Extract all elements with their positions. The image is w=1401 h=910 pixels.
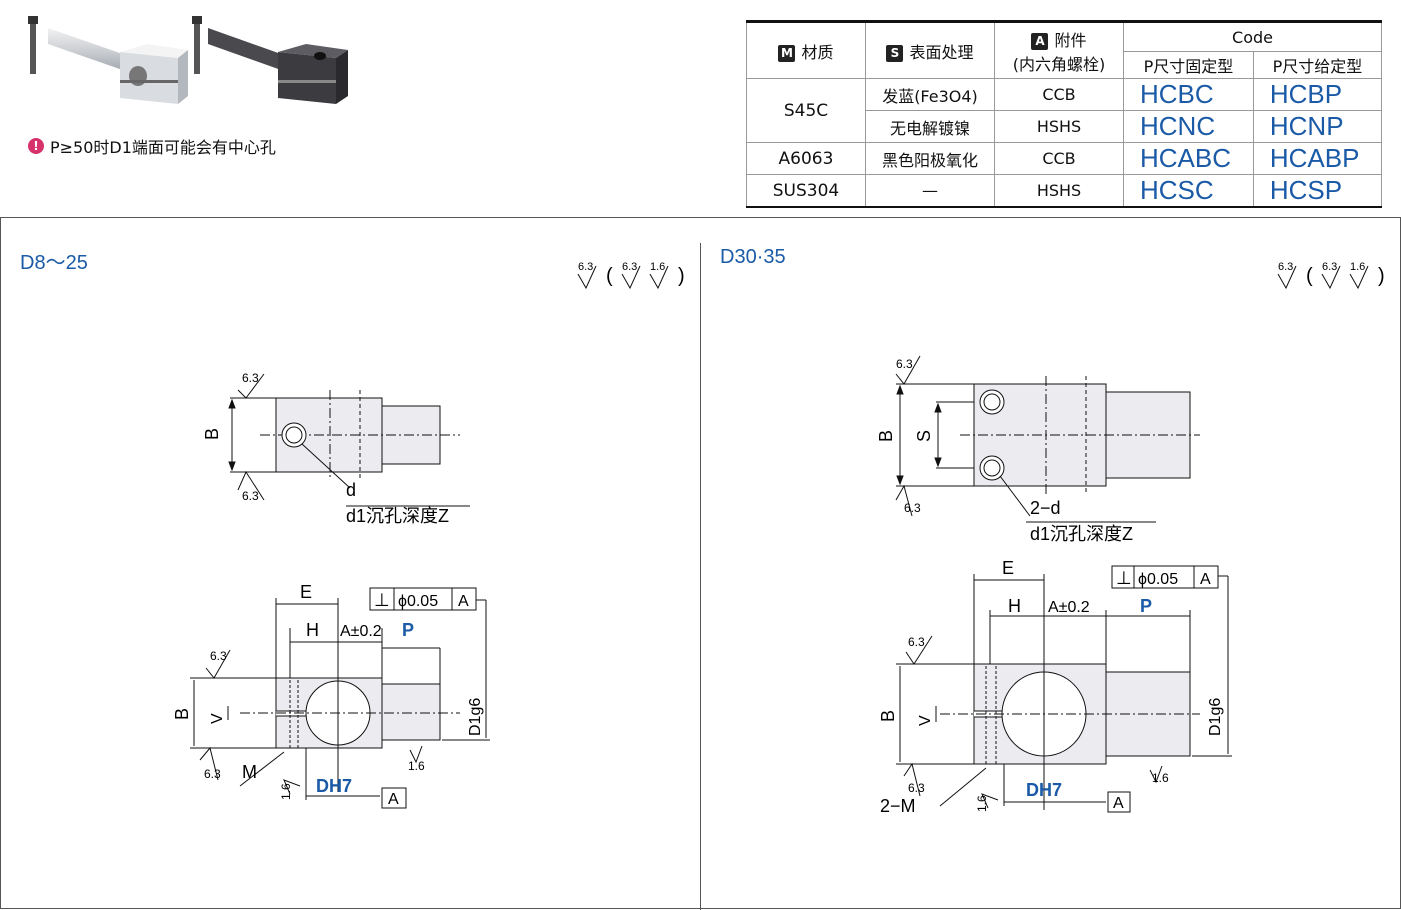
product-photo-black [192, 16, 348, 104]
svg-text:B: B [878, 710, 898, 722]
accessory-cell: HSHS [994, 110, 1124, 143]
surface-cell: 无电解镀镍 [865, 110, 995, 143]
material-cell: SUS304 [746, 174, 866, 208]
svg-text:B: B [172, 708, 192, 720]
svg-text:⊥: ⊥ [1116, 568, 1132, 588]
accessory-cell: CCB [994, 142, 1124, 175]
material-cell: A6063 [746, 142, 866, 175]
svg-text:): ) [1378, 265, 1385, 287]
roughness-legend-right: 6.3 ( 6.3 1.6 ) [1277, 261, 1385, 290]
surface-cell: — [865, 174, 995, 208]
svg-text:6.3: 6.3 [204, 767, 221, 781]
svg-text:A: A [1200, 571, 1211, 588]
header-code: Code [1123, 21, 1382, 52]
svg-text:6.3: 6.3 [896, 357, 913, 371]
code-fixed-cell[interactable]: HCSC [1123, 174, 1254, 208]
svg-text:1.6: 1.6 [1152, 771, 1169, 785]
svg-text:V: V [209, 713, 226, 724]
svg-text:2−d: 2−d [1030, 498, 1061, 518]
surface-tag-icon: S [886, 44, 904, 62]
svg-text:6.3: 6.3 [242, 489, 259, 503]
svg-text:A: A [458, 593, 469, 610]
svg-text:M: M [242, 762, 257, 782]
product-photo-silver [28, 16, 188, 104]
svg-text:DH7: DH7 [316, 776, 352, 796]
svg-text:6.3: 6.3 [908, 781, 925, 795]
drawing-large: B S 6.3 6.3 2−d d1沉孔深度Z E H A±0.2 P ⊥ ϕ0… [876, 355, 1232, 816]
svg-text:6.3: 6.3 [242, 371, 259, 385]
svg-text:1.6: 1.6 [650, 261, 665, 273]
svg-text:1.6: 1.6 [1350, 261, 1365, 273]
svg-text:B: B [876, 430, 896, 442]
svg-text:D1g6: D1g6 [467, 698, 484, 736]
code-fixed-cell[interactable]: HCABC [1123, 142, 1254, 175]
svg-text:H: H [1008, 596, 1021, 616]
accessory-cell: CCB [994, 78, 1124, 111]
code-fixed-cell[interactable]: HCNC [1123, 110, 1254, 143]
code-given-cell[interactable]: HCNP [1252, 110, 1383, 143]
svg-text:A±0.2: A±0.2 [1048, 599, 1090, 616]
material-cell: S45C [746, 78, 866, 143]
svg-text:6.3: 6.3 [622, 261, 637, 273]
svg-text:D1g6: D1g6 [1207, 698, 1224, 736]
svg-text:E: E [1002, 558, 1014, 578]
roughness-legend-left: 6.3 ( 6.3 1.6 ) [577, 261, 685, 290]
svg-text:6.3: 6.3 [578, 261, 593, 273]
center-hole-note: ! P≥50时D1端面可能会有中心孔 [28, 134, 276, 158]
svg-text:6.3: 6.3 [904, 501, 921, 515]
svg-text:ϕ0.05: ϕ0.05 [1138, 571, 1178, 588]
svg-text:d: d [346, 480, 356, 500]
code-given-cell[interactable]: HCSP [1252, 174, 1383, 208]
svg-text:6.3: 6.3 [1322, 261, 1337, 273]
svg-text:E: E [300, 582, 312, 602]
svg-text:B: B [202, 428, 222, 440]
surface-cell: 发蓝(Fe3O4) [865, 78, 995, 111]
note-text: P≥50时D1端面可能会有中心孔 [50, 138, 276, 157]
header-given: P尺寸给定型 [1252, 51, 1383, 79]
drawing-small: B 6.3 6.3 d d1沉孔深度Z E H A±0.2 P ⊥ ϕ0.05 … [172, 371, 490, 809]
code-given-cell[interactable]: HCABP [1252, 142, 1383, 175]
svg-text:A: A [1113, 795, 1124, 812]
accessory-cell: HSHS [994, 174, 1124, 208]
code-fixed-cell[interactable]: HCBC [1123, 78, 1254, 111]
svg-text:V: V [917, 715, 934, 726]
svg-text:H: H [306, 620, 319, 640]
svg-text:2−M: 2−M [880, 796, 916, 816]
svg-text:A: A [388, 791, 399, 808]
header-fixed: P尺寸固定型 [1123, 51, 1254, 79]
svg-text:P: P [1140, 596, 1152, 616]
section-title-small: D8～25 [20, 252, 88, 274]
warning-icon: ! [28, 138, 44, 154]
section-title-large: D30·35 [720, 246, 786, 268]
material-tag-icon: M [778, 44, 796, 62]
accessory-tag-icon: A [1031, 32, 1049, 50]
svg-text:d1沉孔深度Z: d1沉孔深度Z [346, 506, 449, 526]
svg-text:d1沉孔深度Z: d1沉孔深度Z [1030, 524, 1133, 544]
svg-text:A±0.2: A±0.2 [340, 623, 382, 640]
svg-text:DH7: DH7 [1026, 780, 1062, 800]
svg-text:): ) [678, 265, 685, 287]
svg-text:ϕ0.05: ϕ0.05 [398, 593, 438, 610]
svg-text:1.6: 1.6 [408, 759, 425, 773]
section-divider [700, 243, 701, 910]
code-given-cell[interactable]: HCBP [1252, 78, 1383, 111]
svg-text:(: ( [1306, 265, 1313, 287]
svg-text:P: P [402, 620, 414, 640]
surface-cell: 黑色阳极氧化 [865, 142, 995, 175]
svg-text:(: ( [606, 265, 613, 287]
svg-text:⊥: ⊥ [374, 590, 390, 610]
svg-text:6.3: 6.3 [908, 635, 925, 649]
svg-text:6.3: 6.3 [1278, 261, 1293, 273]
svg-text:1.6: 1.6 [279, 783, 293, 800]
svg-text:1.6: 1.6 [975, 795, 989, 812]
svg-text:6.3: 6.3 [210, 649, 227, 663]
svg-text:S: S [914, 430, 934, 442]
